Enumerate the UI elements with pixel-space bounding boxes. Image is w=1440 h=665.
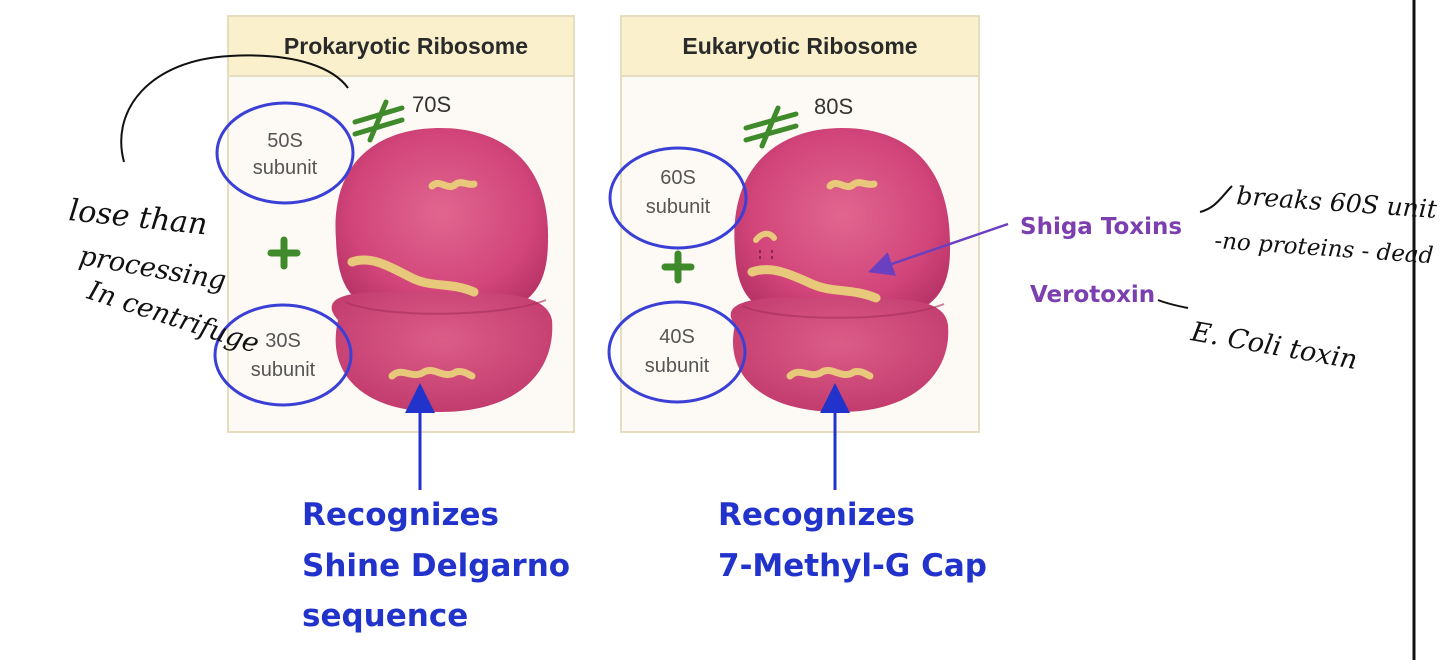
prokaryotic-recognizes-line2: Shine Delgarno [302, 548, 570, 584]
eukaryotic-large-word: subunit [646, 196, 711, 218]
prokaryotic-small-word: subunit [251, 359, 316, 381]
eukaryotic-small-word: subunit [645, 355, 710, 377]
eukaryotic-ribosome-illustration [730, 128, 951, 412]
shiga-toxins-label: Shiga Toxins [1020, 214, 1182, 240]
shiga-note-line1: breaks 60S unit [1236, 181, 1439, 224]
eukaryotic-recognizes-line2: 7-Methyl-G Cap [718, 548, 987, 584]
prokaryotic-ribosome-illustration [331, 128, 553, 412]
verotoxin-label: Verotoxin [1030, 282, 1155, 308]
eukaryotic-recognizes-line1: Recognizes [718, 497, 915, 533]
large-subunit-circle [215, 101, 355, 205]
handwritten-dash [1157, 299, 1189, 309]
small-subunit-circle [213, 303, 353, 407]
prokaryotic-panel: Prokaryotic Ribosome 70S 50S subunit [213, 15, 575, 490]
shiga-note-line2: -no proteins - dead [1214, 228, 1435, 269]
eukaryotic-small-value: 40S [659, 326, 695, 348]
eukaryotic-panel: Eukaryotic Ribosome 80S 60S subunit 40S … [607, 15, 980, 490]
prokaryotic-small-value: 30S [265, 330, 301, 352]
eukaryotic-total: 80S [814, 94, 853, 119]
handwritten-dash [1199, 185, 1233, 213]
shiga-arrow [868, 222, 1009, 276]
verotoxin-note: E. Coli toxin [1188, 316, 1360, 376]
prokaryotic-title: Prokaryotic Ribosome [284, 33, 528, 59]
handwritten-curve [120, 54, 349, 163]
handwritten-note-line1: lose than [67, 193, 209, 242]
small-subunit-circle [607, 300, 747, 404]
eukaryotic-title: Eukaryotic Ribosome [682, 33, 917, 59]
not-equal-icon [352, 99, 405, 143]
prokaryotic-recognizes-line1: Recognizes [302, 497, 499, 533]
large-subunit-circle [608, 146, 748, 250]
plus-icon [661, 250, 695, 284]
prokaryotic-recognizes-line3: sequence [302, 598, 468, 634]
prokaryotic-large-value: 50S [267, 130, 303, 152]
panel-header [620, 15, 980, 77]
not-equal-icon [743, 105, 799, 149]
prokaryotic-total: 70S [412, 92, 451, 117]
panel-header [227, 15, 575, 77]
eukaryotic-large-value: 60S [660, 167, 696, 189]
prokaryotic-large-word: subunit [253, 157, 318, 179]
plus-icon [267, 236, 301, 270]
